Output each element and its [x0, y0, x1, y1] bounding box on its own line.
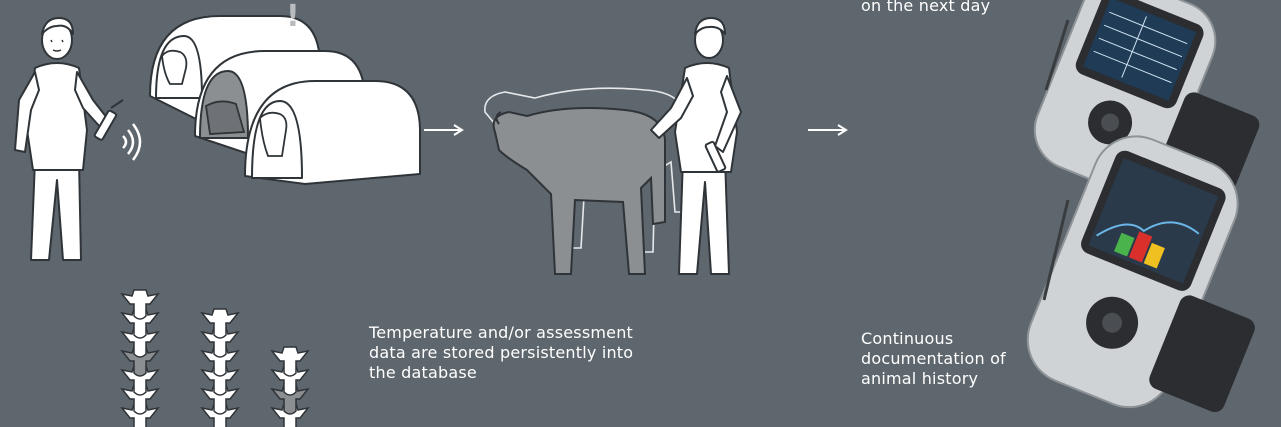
arrow-1 [424, 124, 464, 136]
arrow-2 [808, 124, 848, 136]
alert-mark: ! [286, 0, 300, 34]
handheld-device-bottom [1030, 130, 1280, 427]
caption-animal-history: Continuous documentation of animal histo… [861, 329, 1006, 389]
caption-next-day: on the next day [861, 0, 990, 16]
farmer-with-scanner-illustration [5, 10, 135, 270]
calf-measurement-illustration [475, 12, 775, 292]
caption-database: Temperature and/or assessment data are s… [369, 323, 633, 383]
herd-of-calves-illustration [90, 236, 350, 426]
